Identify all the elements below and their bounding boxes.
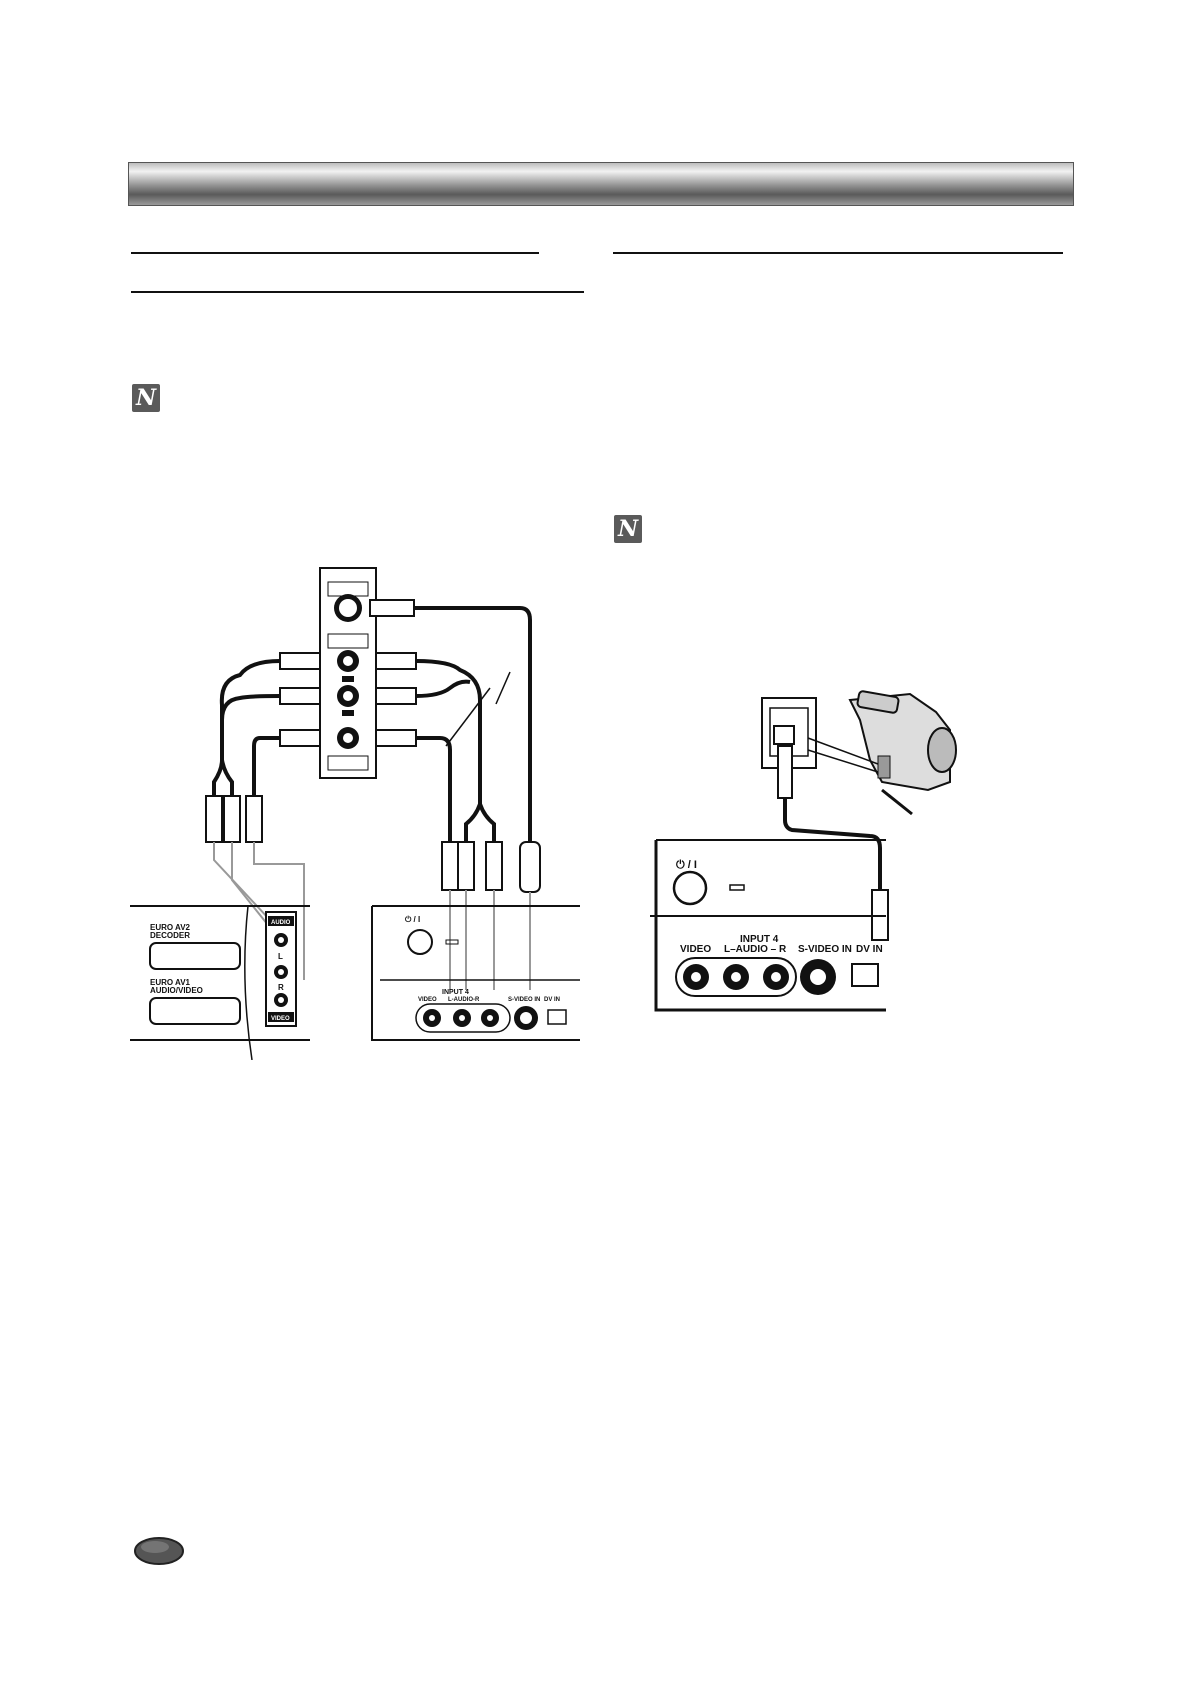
- recorder-front-panel-dv: ⏻ / I INPUT 4 VIDEO L–AUDIO – R S-VIDEO …: [650, 839, 886, 1012]
- svg-text:AUDIO: AUDIO: [271, 920, 291, 926]
- svg-text:DV IN: DV IN: [544, 997, 560, 1003]
- svg-text:⏻ / I: ⏻ / I: [405, 915, 420, 924]
- svg-text:L-AUDIO-R: L-AUDIO-R: [448, 997, 480, 1003]
- svg-text:AUDIO/VIDEO: AUDIO/VIDEO: [150, 986, 203, 995]
- tv-rear-panel: EURO AV2 DECODER EURO AV1 AUDIO/VIDEO AU…: [130, 905, 310, 1060]
- svg-text:DV IN: DV IN: [856, 944, 883, 955]
- left-heading-rule-bottom: [131, 291, 584, 293]
- note-icon: N: [614, 515, 642, 543]
- svg-text:INPUT 4: INPUT 4: [442, 989, 469, 996]
- page-number-badge: [134, 1537, 184, 1565]
- svg-text:S-VIDEO IN: S-VIDEO IN: [508, 997, 540, 1003]
- svg-text:INPUT 4: INPUT 4: [740, 934, 779, 945]
- svg-text:S-VIDEO IN: S-VIDEO IN: [798, 944, 852, 955]
- section-title-bar: [128, 162, 1074, 206]
- svg-text:DECODER: DECODER: [150, 931, 190, 940]
- svg-text:EURO AV1: EURO AV1: [150, 978, 191, 987]
- svg-text:VIDEO: VIDEO: [271, 1016, 290, 1022]
- svg-text:⏻ / I: ⏻ / I: [676, 858, 697, 871]
- svg-text:L–AUDIO – R: L–AUDIO – R: [724, 944, 787, 955]
- left-heading-rule-top: [131, 252, 539, 254]
- svg-text:VIDEO: VIDEO: [680, 944, 711, 955]
- svg-text:L: L: [278, 952, 283, 961]
- recorder-front-panel: ⏻ / I INPUT 4 VIDEO L-AUDIO-R S-VIDEO IN…: [371, 905, 580, 1041]
- av-connection-diagram: EURO AV2 DECODER EURO AV1 AUDIO/VIDEO AU…: [130, 567, 580, 1060]
- right-heading-rule: [613, 252, 1063, 254]
- dv-camcorder-connection-diagram: ⏻ / I INPUT 4 VIDEO L–AUDIO – R S-VIDEO …: [650, 690, 957, 1012]
- svg-text:VIDEO: VIDEO: [418, 997, 437, 1003]
- svg-text:EURO AV2: EURO AV2: [150, 923, 191, 932]
- note-icon: N: [132, 384, 160, 412]
- camcorder-icon: [848, 690, 957, 816]
- svg-text:R: R: [278, 983, 284, 992]
